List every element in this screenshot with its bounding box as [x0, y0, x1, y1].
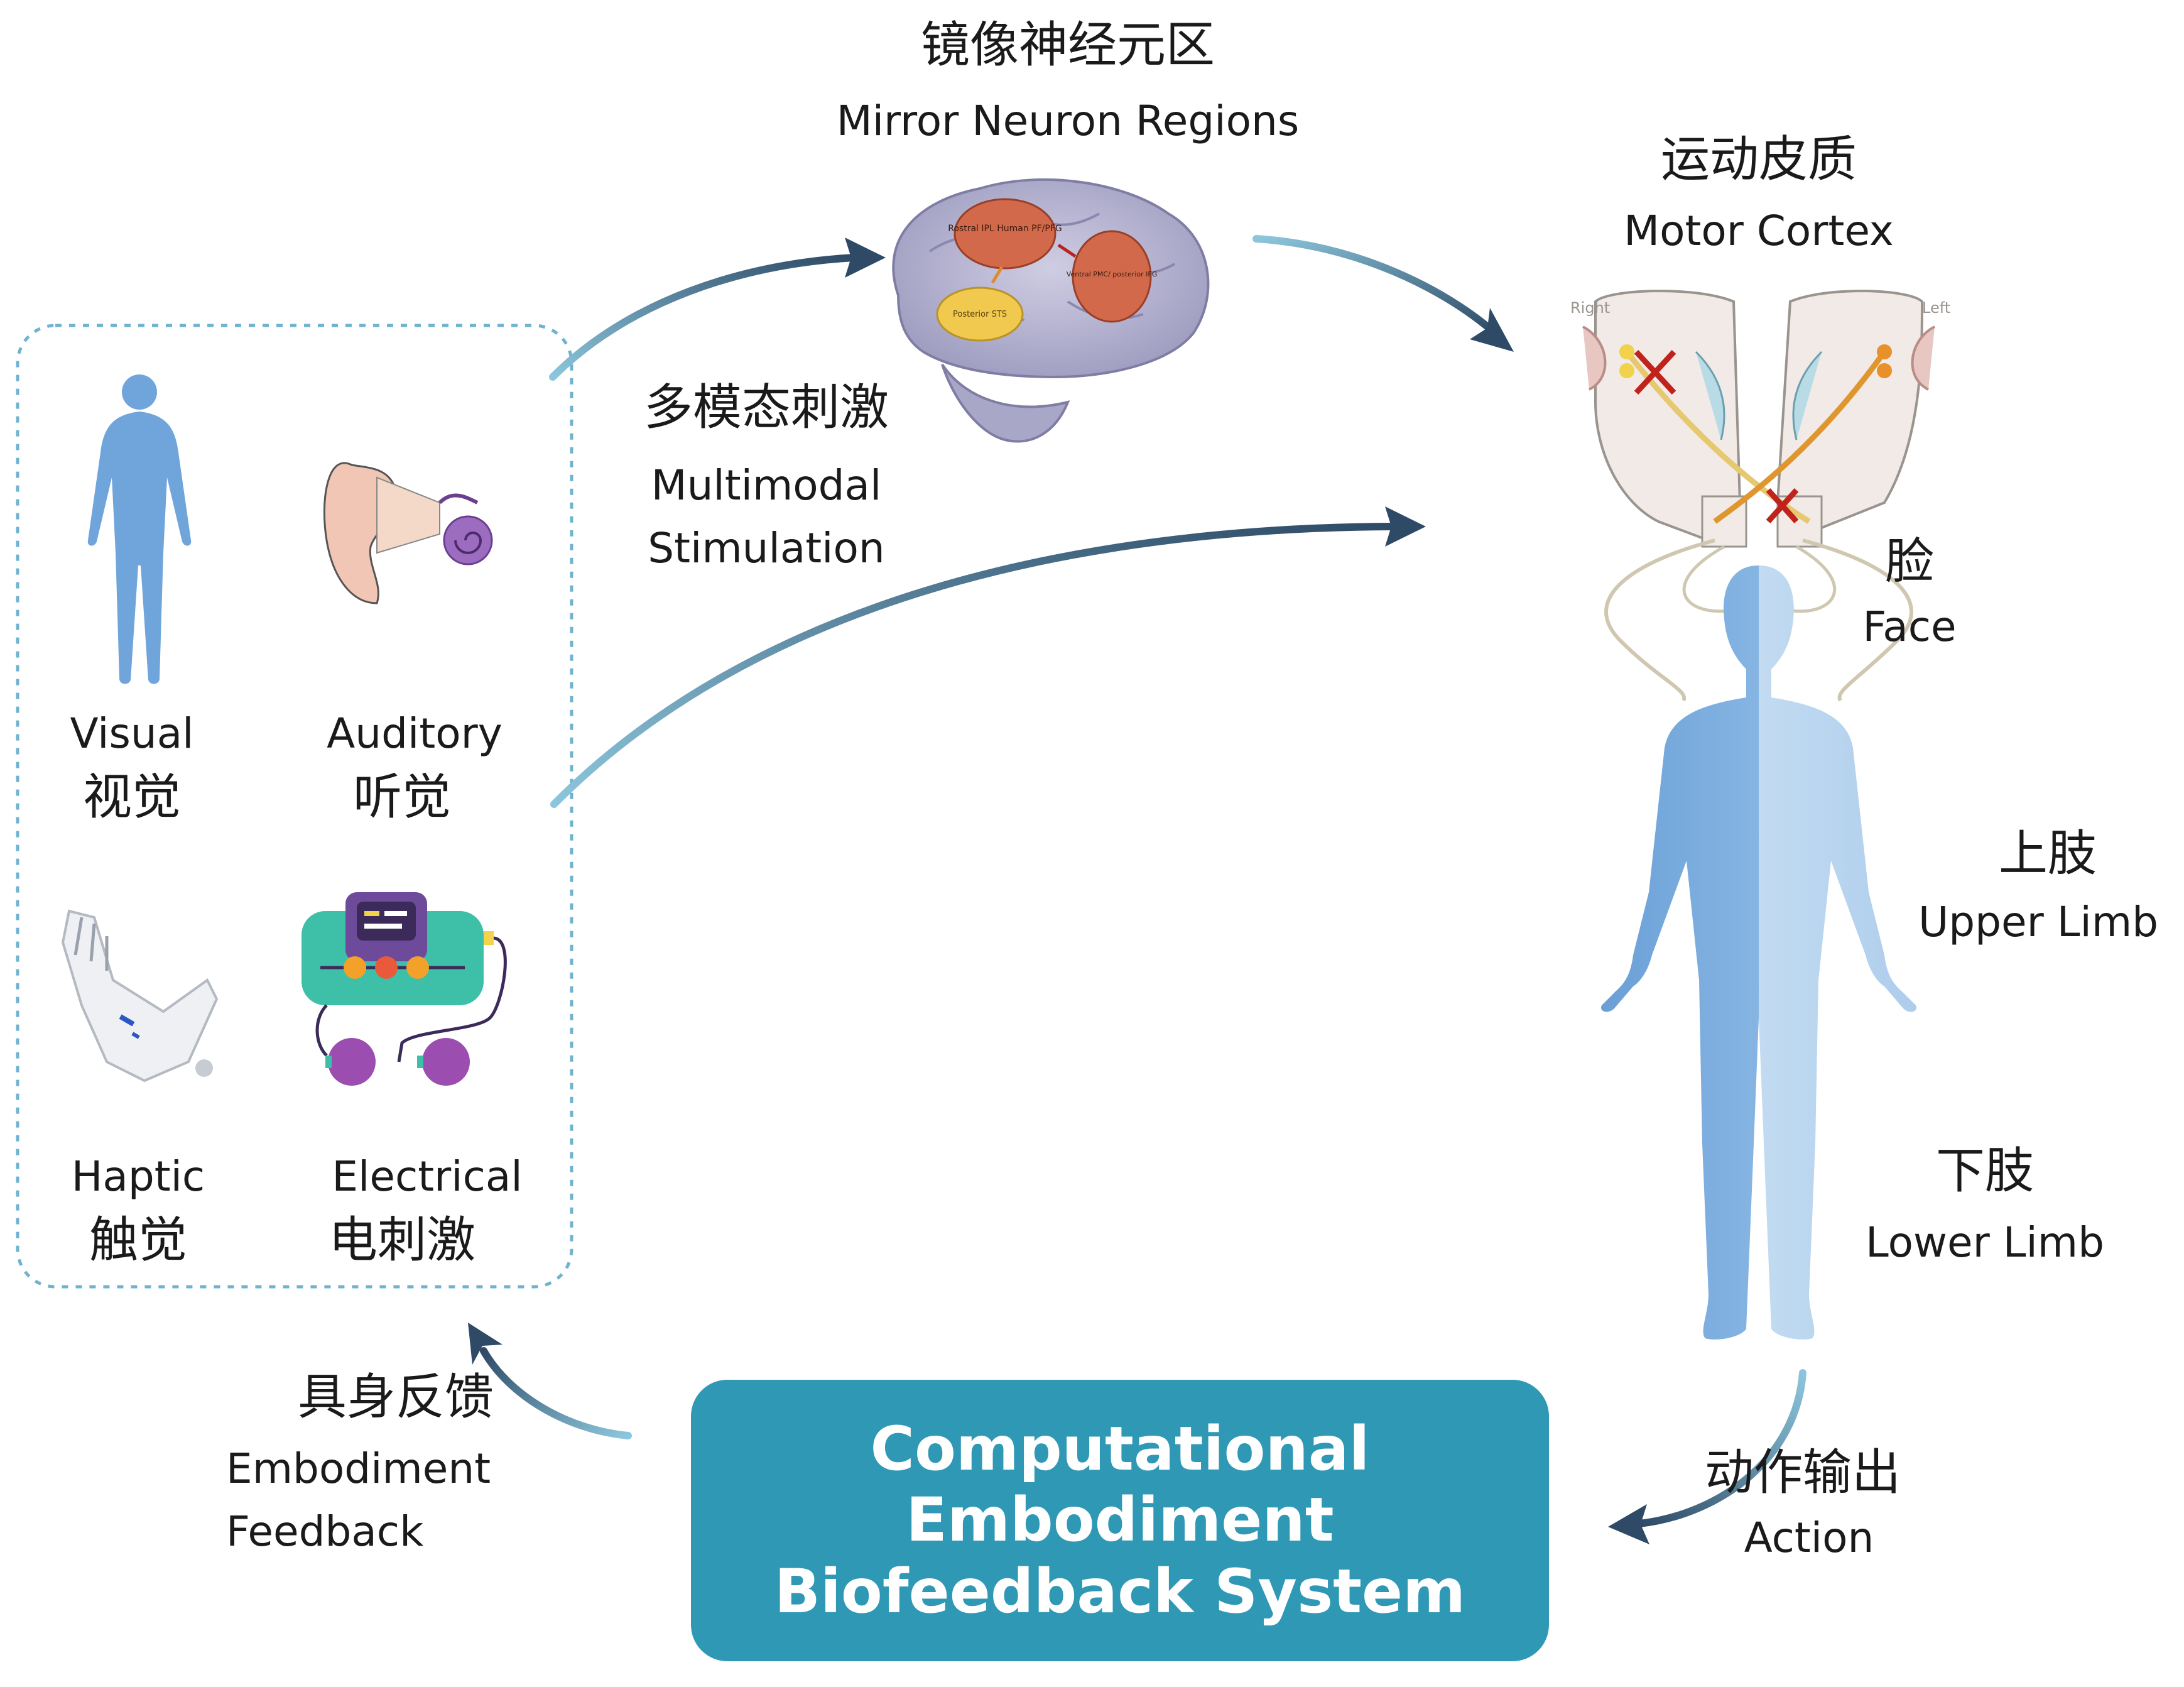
face-label-zh: 脸: [1884, 533, 1934, 590]
haptic-label-en: Haptic: [71, 1152, 205, 1201]
brain-illustration: Rostral IPL Human PF/PFG Ventral PMC/ po…: [892, 178, 1210, 443]
upper-limb-label-en: Upper Limb: [1918, 898, 2159, 946]
ear-icon: [323, 462, 493, 604]
multimodal-title-zh: 多模态刺激: [643, 379, 889, 436]
visual-human-icon: [87, 374, 192, 684]
feedback-label-en-line2: Feedback: [226, 1507, 424, 1556]
upper-limb-label-zh: 上肢: [1998, 826, 2097, 882]
motor-cortex-title-en: Motor Cortex: [1624, 207, 1894, 255]
feedback-label-en-line1: Embodiment: [226, 1444, 491, 1493]
modalities-panel: [16, 324, 573, 1289]
mirror-neuron-title-zh: 镜像神经元区: [920, 17, 1215, 74]
body-figure: [1601, 565, 1916, 1340]
arrow-direct-to-motor-cortex: [550, 506, 1426, 808]
arrow-embodiment-feedback: [468, 1323, 632, 1439]
auditory-label-en: Auditory: [327, 709, 503, 758]
feedback-label-zh: 具身反馈: [297, 1369, 494, 1426]
brain-label-posterior-sts: Posterior STS: [953, 310, 1007, 319]
haptic-glove-icon: [61, 909, 219, 1083]
motor-cortex-title-zh: 运动皮质: [1660, 131, 1857, 188]
system-title: Computational Embodiment Biofeedback Sys…: [774, 1414, 1466, 1627]
brain-label-ventral-pmc: Ventral PMC/ posterior IFG: [1067, 270, 1158, 278]
electrical-label-zh: 电刺激: [328, 1212, 475, 1269]
multimodal-title-en-line2: Stimulation: [648, 524, 885, 572]
action-label-zh: 动作输出: [1704, 1444, 1901, 1501]
haptic-label-zh: 触觉: [89, 1212, 187, 1269]
cortex-label-right: Right: [1570, 299, 1610, 317]
face-label-en: Face: [1862, 603, 1957, 651]
electrical-device-icon: [302, 892, 507, 1086]
motor-cortex-illustration: Right Left: [1570, 290, 1950, 702]
brain-label-rostral-ipl: Rostral IPL Human PF/PFG: [948, 224, 1062, 234]
auditory-label-zh: 听觉: [352, 769, 451, 826]
lower-limb-label-en: Lower Limb: [1866, 1218, 2104, 1267]
visual-label-zh: 视觉: [82, 769, 181, 826]
cortex-label-left: Left: [1922, 299, 1950, 317]
action-label-en: Action: [1744, 1514, 1874, 1562]
arrow-action-output: [1608, 1369, 1806, 1544]
electrical-label-en: Electrical: [332, 1152, 523, 1201]
lower-limb-label-zh: 下肢: [1935, 1143, 2034, 1199]
arrow-to-motor-cortex: [1252, 235, 1514, 352]
visual-label-en: Visual: [70, 709, 194, 758]
multimodal-title-en-line1: Multimodal: [651, 461, 882, 510]
mirror-neuron-title-en: Mirror Neuron Regions: [836, 97, 1300, 145]
arrow-to-mirror-neuron: [549, 237, 886, 381]
system-box: Computational Embodiment Biofeedback Sys…: [691, 1380, 1549, 1661]
